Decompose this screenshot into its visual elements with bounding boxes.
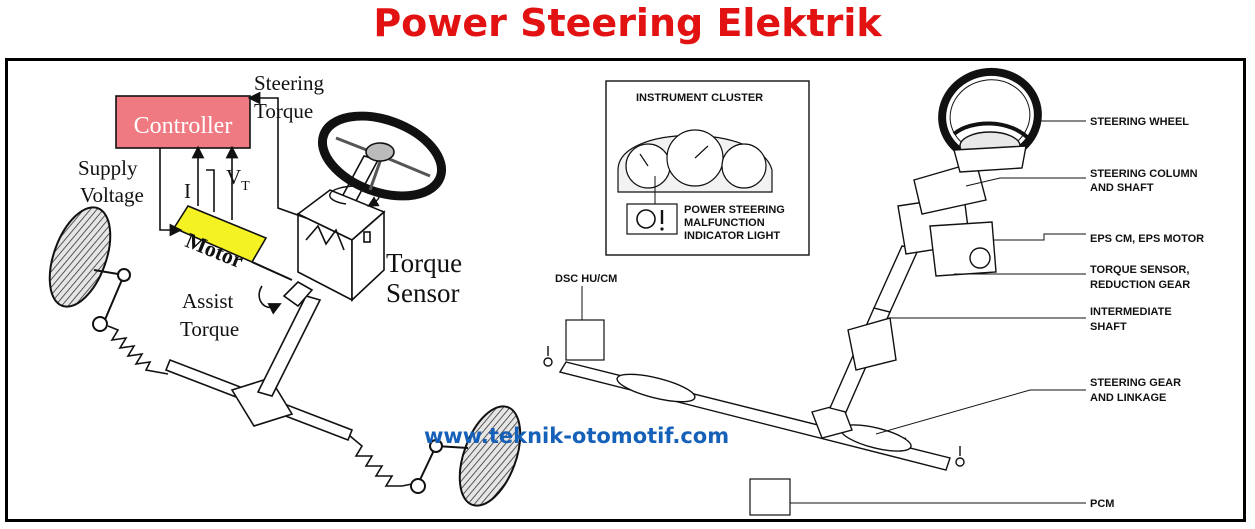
current-symbol: I [184,179,191,203]
controller: Controller [115,95,251,149]
steering-torque-label-1: Steering [254,71,324,95]
front-left-wheel [48,206,112,308]
right-linkage [410,439,469,494]
website-watermark: www.teknik-otomotif.com [424,424,730,448]
left-schematic: Motor Controller Steering Torque Supply … [48,71,522,507]
dsc-label: DSC HU/CM [555,273,617,285]
supply-voltage-label-1: Supply [78,156,138,180]
indicator-label-2: MALFUNCTION [684,217,765,229]
label-pcm: PCM [1090,498,1114,510]
steering-column-assembly [829,161,997,413]
label-steering-gear-2: AND LINKAGE [1090,392,1166,404]
page-title: Power Steering Elektrik [373,1,882,45]
vt-symbol: VT [226,165,250,194]
steering-rack [164,358,354,442]
label-steering-column-2: AND SHAFT [1090,182,1154,194]
right-schematic: INSTRUMENT CLUSTER POWER STEERING MALFUN… [543,67,1204,516]
label-torque-sensor-2: REDUCTION GEAR [1090,279,1190,291]
steering-wheel-3d [938,67,1042,173]
torque-sensor-box [296,189,386,302]
label-eps: EPS CM, EPS MOTOR [1090,233,1204,245]
left-spring [107,325,169,375]
motor: Motor [172,205,293,281]
instrument-cluster-panel: INSTRUMENT CLUSTER POWER STEERING MALFUN… [605,80,810,256]
assist-torque-label-1: Assist [182,289,234,313]
instrument-cluster-title: INSTRUMENT CLUSTER [636,92,763,104]
front-right-wheel [458,405,522,507]
supply-voltage-label-2: Voltage [80,183,144,207]
assist-torque-label-2: Torque [180,317,239,341]
steering-wheel [317,111,447,201]
label-steering-column-1: STEERING COLUMN [1090,168,1198,180]
left-linkage [92,268,131,332]
steering-warning-icon [636,209,656,229]
right-spring [349,435,413,487]
steering-torque-label-2: Torque [254,99,313,123]
steering-rack-assembly [543,346,965,471]
label-intermediate-1: INTERMEDIATE [1090,306,1172,318]
controller-label: Controller [134,113,233,139]
label-torque-sensor-1: TORQUE SENSOR, [1090,264,1189,276]
indicator-label-3: INDICATOR LIGHT [684,230,780,242]
torque-sensor-label-1: Torque [386,248,462,278]
assist-gear [258,281,314,315]
label-intermediate-2: SHAFT [1090,321,1127,333]
indicator-label-1: POWER STEERING [684,204,785,216]
label-steering-gear-1: STEERING GEAR [1090,377,1181,389]
torque-sensor-label-2: Sensor [386,278,460,308]
dsc-module: DSC HU/CM [555,273,617,361]
leader-lines [875,120,1086,435]
label-steering-wheel: STEERING WHEEL [1090,116,1189,128]
signal-lines [159,91,307,237]
pcm-module [749,478,1086,516]
